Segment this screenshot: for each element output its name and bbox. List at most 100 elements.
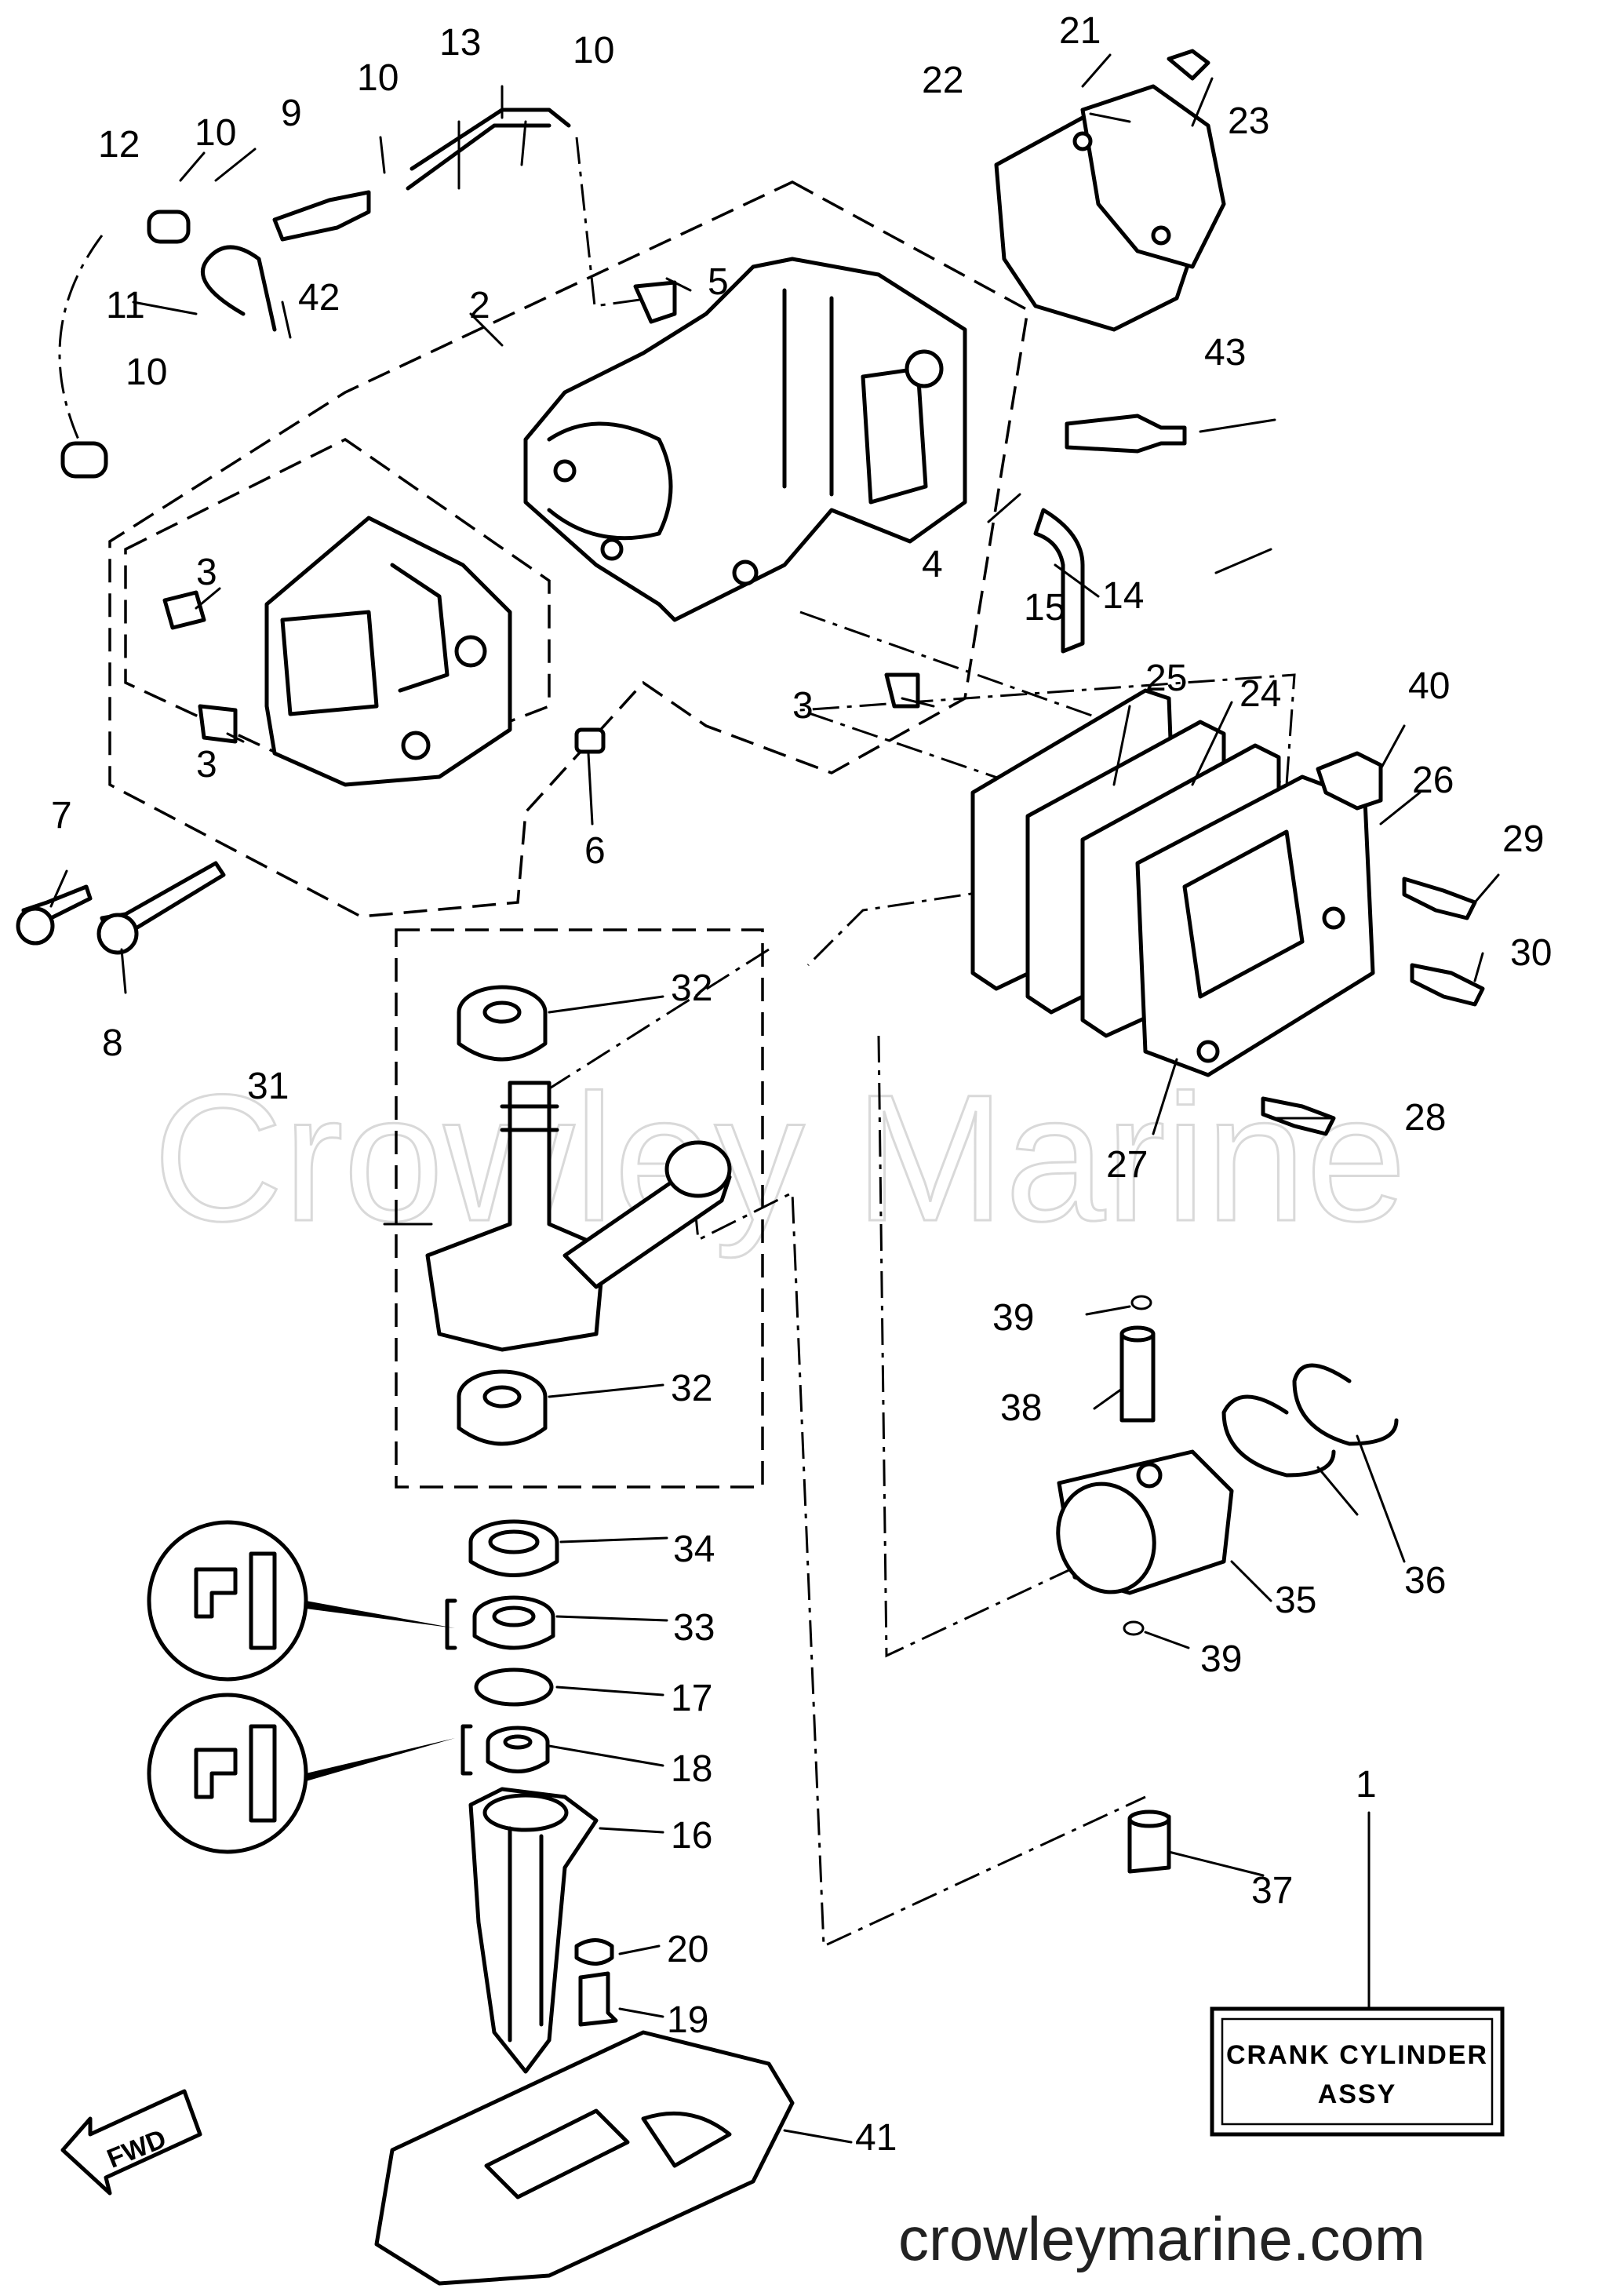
piston-ring-upper	[1292, 1363, 1399, 1446]
bolt-19	[578, 1971, 618, 2027]
bolt-29	[1402, 876, 1477, 920]
assembly-box-line1: CRANK CYLINDER	[1226, 2040, 1488, 2070]
crankshaft	[425, 1081, 732, 1352]
callout-37: 37	[1251, 1870, 1293, 1912]
bolt-head-8	[96, 913, 139, 955]
crankcase	[264, 516, 512, 787]
callout-29: 29	[1502, 818, 1544, 860]
callout-42: 42	[298, 277, 340, 319]
callout-2: 2	[469, 285, 490, 326]
callout-13: 13	[439, 22, 481, 64]
callout-34: 34	[673, 1529, 715, 1570]
callout-3c: 3	[196, 744, 217, 785]
fwd-arrow-icon: FWD	[60, 2089, 202, 2196]
callout-10c: 10	[573, 30, 614, 71]
callout-24: 24	[1240, 673, 1281, 715]
bolt-head-7	[16, 906, 55, 946]
washer-20	[574, 1938, 614, 1966]
base-gasket	[374, 2030, 795, 2286]
cylinder-drain-hose	[1033, 508, 1085, 654]
callout-32a: 32	[671, 968, 712, 1009]
fitting-elbow-upper	[633, 280, 677, 324]
callout-22: 22	[922, 60, 963, 101]
callout-17: 17	[671, 1678, 712, 1719]
bypass-hose-left	[200, 245, 277, 332]
callout-15: 15	[1024, 587, 1065, 629]
piston-ring-lower	[1221, 1394, 1336, 1478]
callout-1: 1	[1356, 1764, 1377, 1806]
callout-7: 7	[51, 795, 72, 836]
piston	[1056, 1449, 1234, 1595]
callout-3b: 3	[792, 685, 814, 727]
callout-labels: 1 2 3 3 3 4 5 6 7 8 9 10 10 10 10 11 12 …	[51, 10, 1552, 2159]
spark-plug	[1065, 414, 1187, 454]
callout-31: 31	[247, 1066, 289, 1107]
thermostat-cover-bolt	[1167, 49, 1210, 81]
o-ring-17	[474, 1667, 554, 1707]
callout-35: 35	[1275, 1580, 1316, 1621]
oil-seal-34	[468, 1519, 559, 1577]
callout-5: 5	[708, 261, 729, 303]
bolt-30	[1410, 963, 1485, 1007]
callout-14: 14	[1102, 575, 1144, 617]
leader-lines	[49, 53, 1500, 2144]
hose-joint	[147, 210, 191, 244]
callout-23: 23	[1228, 100, 1269, 142]
callout-20: 20	[667, 1929, 708, 1970]
main-bearing-lower	[457, 1369, 548, 1446]
assembly-box-line2: ASSY	[1318, 2079, 1397, 2109]
callout-10a: 10	[195, 112, 236, 154]
callout-6: 6	[584, 830, 606, 872]
callout-30: 30	[1510, 932, 1552, 974]
gasket-route-line	[799, 610, 1296, 967]
watermark-text: Crowley Marine	[153, 1057, 1407, 1259]
callout-39b: 39	[1200, 1638, 1242, 1680]
exhaust-cover-stack	[970, 688, 1375, 1077]
oil-seal-housing	[468, 1787, 599, 2074]
callout-33: 33	[673, 1607, 715, 1649]
callout-32b: 32	[671, 1368, 712, 1409]
thermo-switch	[1316, 751, 1383, 811]
callout-18: 18	[671, 1748, 712, 1790]
dowel-pin	[574, 727, 606, 754]
callout-38: 38	[1000, 1387, 1042, 1429]
callout-3a: 3	[196, 552, 217, 593]
seal-detail-circle-upper	[147, 1520, 457, 1682]
fitting-elbow-lower	[884, 672, 920, 709]
hose-route-line	[58, 137, 652, 440]
piston-pin	[1119, 1332, 1156, 1423]
callout-26: 26	[1412, 760, 1454, 801]
callout-43: 43	[1204, 332, 1246, 374]
callout-27: 27	[1106, 1144, 1148, 1186]
callout-28: 28	[1404, 1097, 1446, 1139]
callout-8: 8	[102, 1022, 123, 1064]
cylinder-block	[523, 257, 967, 622]
callout-10d: 10	[126, 352, 167, 393]
assembly-box: CRANK CYLINDER ASSY	[1210, 1921, 1505, 2137]
water-hose-upper	[410, 108, 571, 171]
site-url[interactable]: crowleymarine.com	[898, 2204, 1425, 2273]
callout-25: 25	[1145, 658, 1187, 699]
crankshaft-boundary	[395, 928, 764, 1489]
grease-nipple-left	[162, 590, 206, 630]
callout-41: 41	[855, 2117, 897, 2159]
callout-4: 4	[922, 544, 943, 585]
callout-36: 36	[1404, 1560, 1446, 1602]
seal-detail-circle-lower	[147, 1693, 473, 1854]
callout-21: 21	[1059, 10, 1101, 52]
callout-9: 9	[281, 93, 302, 134]
pin-clip-upper	[1130, 1295, 1152, 1310]
callout-11: 11	[106, 285, 145, 326]
callout-39a: 39	[992, 1297, 1034, 1339]
joint-pipe	[272, 190, 371, 242]
oil-seal-18	[486, 1726, 550, 1773]
callout-40: 40	[1408, 665, 1450, 707]
callout-12: 12	[98, 124, 140, 166]
callout-10b: 10	[357, 57, 399, 99]
grease-nipple-lower	[198, 704, 238, 744]
pin-clip-lower	[1123, 1620, 1145, 1636]
main-bearing-upper	[457, 985, 548, 1062]
cylinder-head-gasket	[1080, 84, 1226, 269]
oil-seal-33	[472, 1595, 555, 1650]
